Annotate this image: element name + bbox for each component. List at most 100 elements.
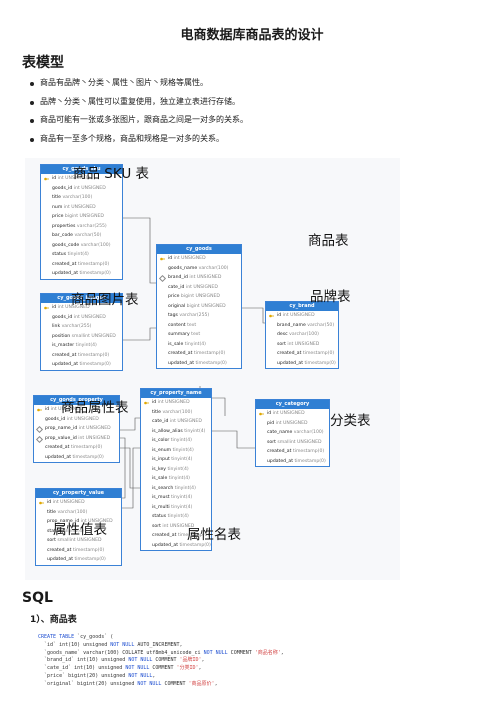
table-field: sort int UNSIGNED (141, 522, 211, 532)
table-field: sort int UNSIGNED (266, 340, 338, 350)
field-name: is_multi (152, 504, 172, 510)
field-name: created_at (52, 261, 78, 267)
field-name: cate_name (267, 430, 294, 435)
field-type: smallint UNSIGNED (57, 538, 102, 543)
primary-key-icon (259, 411, 264, 416)
field-name: title (152, 409, 163, 415)
field-type: int UNSIGNED (52, 500, 85, 505)
field-type: tinyint(4) (167, 466, 189, 472)
table-field: summary text (157, 330, 241, 340)
table-field: desc varchar(100) (266, 330, 338, 340)
table-field: num int UNSIGNED (41, 203, 122, 213)
code-line: CREATE TABLE `cy_goods` ( (38, 634, 114, 640)
code-line: `price` bigint(20) unsigned NOT NULL, (38, 672, 156, 679)
table-field: link varchar(255) (41, 322, 122, 332)
field-type: timestamp(0) (77, 261, 110, 267)
field-name: updated_at (52, 271, 80, 276)
field-name: tags (168, 313, 180, 318)
table-field: brand_name varchar(50) (266, 321, 338, 331)
table-field: price bigint UNSIGNED (157, 292, 241, 302)
table-field: cate_name varchar(100) (256, 428, 329, 438)
table-field: is_input tinyint(4) (141, 455, 211, 465)
field-type: smallint UNSIGNED (71, 333, 116, 339)
label-sku-table: 商品 SKU 表 (73, 166, 150, 182)
table-field: original bigint UNSIGNED (157, 302, 241, 312)
field-type: timestamp(0) (177, 533, 210, 538)
bullet-item: 品牌丶分类丶属性可以重复使用，独立建立表进行存储。 (30, 93, 248, 112)
field-type: tinyint(4) (75, 343, 97, 348)
field-type: tinyint(4) (168, 476, 190, 481)
table-field: id int UNSIGNED (36, 498, 121, 508)
field-name: is_key (152, 466, 168, 472)
field-name: bar_code (52, 233, 75, 238)
table-field: is_enum tinyint(4) (141, 446, 211, 456)
field-type: timestamp(0) (179, 542, 211, 548)
relation-line (118, 417, 140, 431)
bullet-list: 商品有品牌丶分类丶属性丶图片丶规格等属性。 品牌丶分类丶属性可以重复使用，独立建… (30, 74, 248, 148)
field-name: updated_at (52, 362, 80, 367)
table-header: cy_property_value (36, 489, 121, 498)
bullet-item: 商品可能有一张或多张图片，跟商品之间是一对多的关系。 (30, 111, 248, 130)
table-field: created_at timestamp(0) (34, 443, 119, 453)
table-field: id int UNSIGNED (41, 174, 122, 184)
field-name: cate_id (168, 284, 186, 290)
field-type: varchar(100) (293, 430, 324, 435)
table-field: updated_at timestamp(0) (266, 359, 338, 369)
primary-key-icon (39, 500, 44, 505)
field-name: is_allow_alias (152, 428, 185, 434)
field-type: int UNSIGNED (169, 419, 202, 424)
field-type: varchar(50) (307, 322, 335, 328)
field-type: varchar(100) (198, 265, 229, 271)
field-name: link (52, 324, 62, 329)
primary-key-icon (37, 407, 42, 412)
table-header: cy_category (256, 400, 329, 409)
field-type: int UNSIGNED (80, 519, 113, 524)
primary-key-icon (44, 305, 49, 310)
table-field: id int UNSIGNED (34, 405, 119, 415)
table-field: id int UNSIGNED (41, 303, 122, 313)
field-name: sort (152, 523, 163, 529)
table-field: brand_id int UNSIGNED (157, 273, 241, 283)
field-type: varchar(100) (57, 509, 88, 515)
code-line: `goods_name` varchar(100) COLLATE utf8mb… (38, 649, 284, 656)
relation-line (118, 447, 140, 489)
field-type: timestamp(0) (79, 271, 111, 276)
table-field: prop_name_id int UNSIGNED (36, 517, 121, 527)
field-type: timestamp(0) (294, 458, 326, 464)
field-name: goods_id (45, 416, 67, 422)
table-field: updated_at timestamp(0) (36, 555, 121, 565)
field-type: tinyint(4) (171, 457, 193, 462)
field-type: timestamp(0) (74, 557, 106, 562)
field-name: goods_code (52, 242, 81, 248)
field-name: original (168, 303, 187, 309)
field-name: prop_name_id (47, 519, 81, 524)
field-name: id (52, 176, 58, 181)
field-type: tinyint(4) (62, 528, 84, 534)
table-field: created_at timestamp(0) (256, 447, 329, 457)
field-name: id (52, 305, 58, 310)
table-field: prop_name_id int UNSIGNED (34, 424, 119, 434)
field-name: goods_name (168, 265, 199, 271)
field-type: int UNSIGNED (189, 275, 222, 280)
field-name: properties (52, 223, 77, 229)
table-field: cate_id int UNSIGNED (141, 417, 211, 427)
relation-line (118, 437, 126, 499)
table-field: created_at timestamp(0) (157, 349, 241, 359)
field-type: int UNSIGNED (275, 420, 308, 426)
table-header: cy_goods (157, 245, 241, 254)
field-name: is_must (152, 495, 172, 500)
field-name: position (52, 333, 72, 339)
field-name: created_at (152, 533, 178, 538)
field-type: varchar(255) (61, 324, 92, 329)
field-name: prop_value_id (45, 435, 79, 441)
table-header: cy_property_name (141, 389, 211, 398)
field-type: tinyint(4) (67, 252, 89, 257)
field-type: timestamp(0) (195, 360, 227, 366)
field-name: cate_id (152, 419, 170, 424)
table-header: cy_brand (266, 302, 338, 311)
field-name: id (152, 400, 158, 405)
field-type: bigint UNSIGNED (180, 294, 220, 299)
